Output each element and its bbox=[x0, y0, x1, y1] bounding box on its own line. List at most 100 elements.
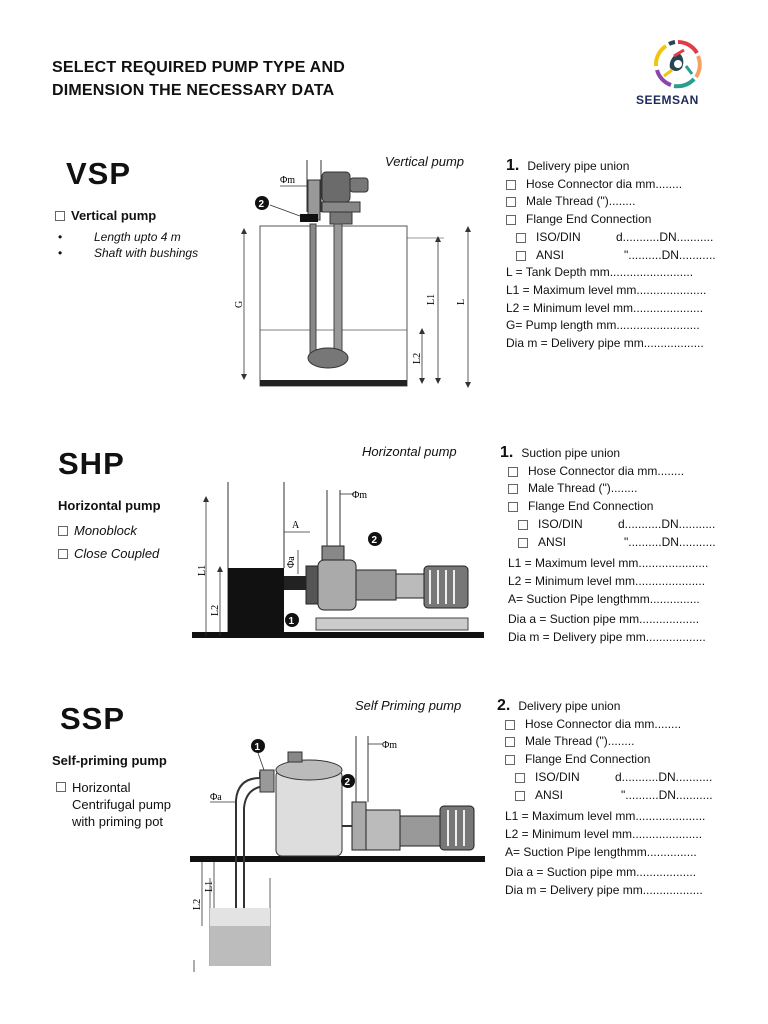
checkbox-icon[interactable] bbox=[55, 211, 65, 221]
checkbox-icon[interactable] bbox=[515, 790, 525, 801]
ssp-option-line: Horizontal bbox=[72, 780, 131, 795]
spec-heading: Delivery pipe union bbox=[518, 699, 621, 713]
checkbox-icon[interactable] bbox=[516, 232, 526, 243]
shp-a-field[interactable]: A= Suction Pipe lengthmm............... bbox=[508, 591, 700, 606]
checkbox-icon[interactable] bbox=[58, 549, 68, 559]
vsp-dim-l2: L2 bbox=[412, 353, 423, 364]
spec-label: ANSI bbox=[538, 534, 567, 549]
checkbox-icon[interactable] bbox=[515, 772, 525, 783]
shp-diaa-field[interactable]: Dia a = Suction pipe mm.................… bbox=[508, 612, 700, 627]
checkbox-icon[interactable] bbox=[508, 466, 518, 477]
ssp-dim-phi: Φm bbox=[382, 740, 397, 751]
ssp-ansi-option[interactable]: ANSI"..........DN........... bbox=[497, 787, 713, 805]
shp-code: SHP bbox=[58, 446, 125, 481]
spec-label: Flange End Connection bbox=[526, 212, 652, 227]
spec-label: Flange End Connection bbox=[525, 752, 651, 767]
checkbox-icon[interactable] bbox=[508, 484, 518, 495]
vsp-l1-field[interactable]: L1 = Maximum level mm...................… bbox=[506, 282, 707, 297]
shp-dim-l1: L1 bbox=[197, 565, 208, 576]
checkbox-icon[interactable] bbox=[505, 719, 515, 730]
checkbox-icon[interactable] bbox=[506, 179, 516, 190]
shp-marker-1: 1 bbox=[289, 616, 295, 627]
shp-hose-option[interactable]: Hose Connector dia mm........ bbox=[500, 463, 716, 481]
vsp-flange-option[interactable]: Flange End Connection bbox=[506, 211, 716, 229]
checkbox-icon[interactable] bbox=[505, 755, 515, 766]
vsp-bullet-list: Length upto 4 m Shaft with bushings bbox=[58, 229, 198, 261]
ssp-hose-option[interactable]: Hose Connector dia mm........ bbox=[497, 716, 713, 734]
ssp-marker-1: 1 bbox=[255, 742, 261, 753]
shp-flange-option[interactable]: Flange End Connection bbox=[500, 498, 716, 516]
ssp-code: SSP bbox=[60, 701, 126, 736]
ssp-diam-field[interactable]: Dia m = Delivery pipe mm................… bbox=[505, 883, 703, 898]
vsp-dim-l: L bbox=[456, 299, 467, 305]
checkbox-icon[interactable] bbox=[506, 197, 516, 208]
checkbox-icon[interactable] bbox=[518, 519, 528, 530]
spec-label: Hose Connector dia mm........ bbox=[526, 176, 683, 191]
spec-label: Flange End Connection bbox=[528, 499, 654, 514]
ssp-option-horizontal[interactable]: Horizontal Centrifugal pump with priming… bbox=[56, 779, 171, 830]
checkbox-icon[interactable] bbox=[58, 526, 68, 536]
spec-value: d...........DN........... bbox=[616, 229, 714, 244]
spec-value: d...........DN........... bbox=[618, 516, 716, 531]
ssp-thread-option[interactable]: Male Thread (")........ bbox=[497, 733, 713, 751]
shp-pump-type: Horizontal pump bbox=[362, 444, 457, 459]
vsp-g-field[interactable]: G= Pump length mm.......................… bbox=[506, 318, 700, 333]
vsp-ansi-option[interactable]: ANSI"..........DN........... bbox=[506, 247, 716, 265]
spec-label: Male Thread (")........ bbox=[528, 481, 638, 496]
spec-label: Male Thread (")........ bbox=[526, 194, 636, 209]
ssp-option-line: Centrifugal pump bbox=[72, 797, 171, 812]
vsp-hose-option[interactable]: Hose Connector dia mm........ bbox=[506, 176, 716, 194]
vsp-dim-phi: Φm bbox=[280, 175, 295, 186]
vsp-dim-g: G bbox=[234, 301, 245, 308]
vsp-diagram: Φm 2 G L1 L L2 bbox=[234, 160, 471, 388]
shp-diam-field[interactable]: Dia m = Delivery pipe mm................… bbox=[508, 630, 706, 645]
shp-subtitle: Horizontal pump bbox=[58, 498, 161, 513]
shp-thread-option[interactable]: Male Thread (")........ bbox=[500, 480, 716, 498]
page-title-line1: SELECT REQUIRED PUMP TYPE AND bbox=[52, 59, 345, 76]
list-item: Length upto 4 m bbox=[58, 229, 198, 245]
spec-label: ISO/DIN bbox=[538, 516, 583, 531]
shp-option-label: Monoblock bbox=[74, 523, 137, 538]
section-number: 2. bbox=[497, 697, 511, 714]
vsp-l2-field[interactable]: L2 = Minimum level mm...................… bbox=[506, 300, 704, 315]
checkbox-icon[interactable] bbox=[518, 537, 528, 548]
ssp-dim-l1: L1 bbox=[204, 881, 215, 892]
checkbox-icon[interactable] bbox=[516, 250, 526, 261]
spec-label: Hose Connector dia mm........ bbox=[525, 716, 682, 731]
page-title: SELECT REQUIRED PUMP TYPE AND DIMENSION … bbox=[52, 56, 345, 102]
shp-l1-field[interactable]: L1 = Maximum level mm...................… bbox=[508, 556, 709, 571]
shp-option-monoblock[interactable]: Monoblock bbox=[58, 523, 137, 538]
vsp-marker-2: 2 bbox=[259, 199, 265, 210]
vsp-thread-option[interactable]: Male Thread (")........ bbox=[506, 193, 716, 211]
shp-diagram: Φm A Φa L1 L2 1 2 bbox=[192, 482, 484, 638]
seemsan-logo-icon bbox=[653, 40, 702, 89]
ssp-flange-option[interactable]: Flange End Connection bbox=[497, 751, 713, 769]
vsp-option-vertical[interactable]: Vertical pump bbox=[55, 208, 156, 223]
checkbox-icon[interactable] bbox=[56, 782, 66, 792]
shp-option-close-coupled[interactable]: Close Coupled bbox=[58, 546, 159, 561]
spec-label: Male Thread (")........ bbox=[525, 734, 635, 749]
shp-dim-l2: L2 bbox=[210, 605, 221, 616]
shp-dim-phi: Φm bbox=[352, 490, 367, 501]
ssp-l2-field[interactable]: L2 = Minimum level mm...................… bbox=[505, 826, 703, 841]
shp-ansi-option[interactable]: ANSI"..........DN........... bbox=[500, 534, 716, 552]
shp-option-label: Close Coupled bbox=[74, 546, 160, 561]
shp-l2-field[interactable]: L2 = Minimum level mm...................… bbox=[508, 573, 706, 588]
vsp-dim-l1: L1 bbox=[426, 294, 437, 305]
checkbox-icon[interactable] bbox=[508, 502, 518, 513]
spec-heading: Delivery pipe union bbox=[527, 159, 630, 173]
checkbox-icon[interactable] bbox=[506, 215, 516, 226]
spec-value: d...........DN........... bbox=[615, 769, 713, 784]
vsp-spec-heading: 1.Delivery pipe union bbox=[506, 158, 716, 176]
vsp-diam-field[interactable]: Dia m = Delivery pipe mm................… bbox=[506, 336, 704, 351]
shp-iso-option[interactable]: ISO/DIN d...........DN........... bbox=[500, 516, 716, 534]
page-title-line2: DIMENSION THE NECESSARY DATA bbox=[52, 82, 335, 99]
ssp-l1-field[interactable]: L1 = Maximum level mm...................… bbox=[505, 809, 706, 824]
vsp-l-field[interactable]: L = Tank Depth mm.......................… bbox=[506, 265, 694, 280]
ssp-marker-2: 2 bbox=[345, 777, 351, 788]
ssp-a-field[interactable]: A= Suction Pipe lengthmm............... bbox=[505, 844, 697, 859]
ssp-diaa-field[interactable]: Dia a = Suction pipe mm.................… bbox=[505, 865, 697, 880]
checkbox-icon[interactable] bbox=[505, 737, 515, 748]
